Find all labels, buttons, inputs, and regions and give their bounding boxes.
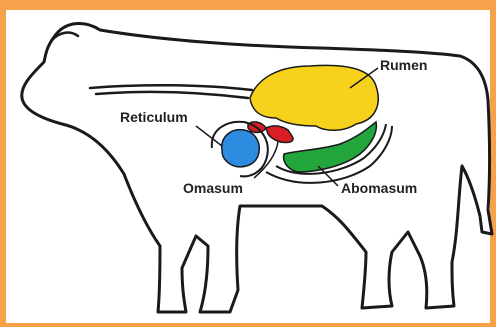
rumen-label: Rumen [380,57,427,73]
omasum-label: Omasum [183,180,243,196]
abomasum-label: Abomasum [341,180,417,196]
reticulum-label: Reticulum [120,109,188,125]
reticulum-organ [222,130,259,167]
